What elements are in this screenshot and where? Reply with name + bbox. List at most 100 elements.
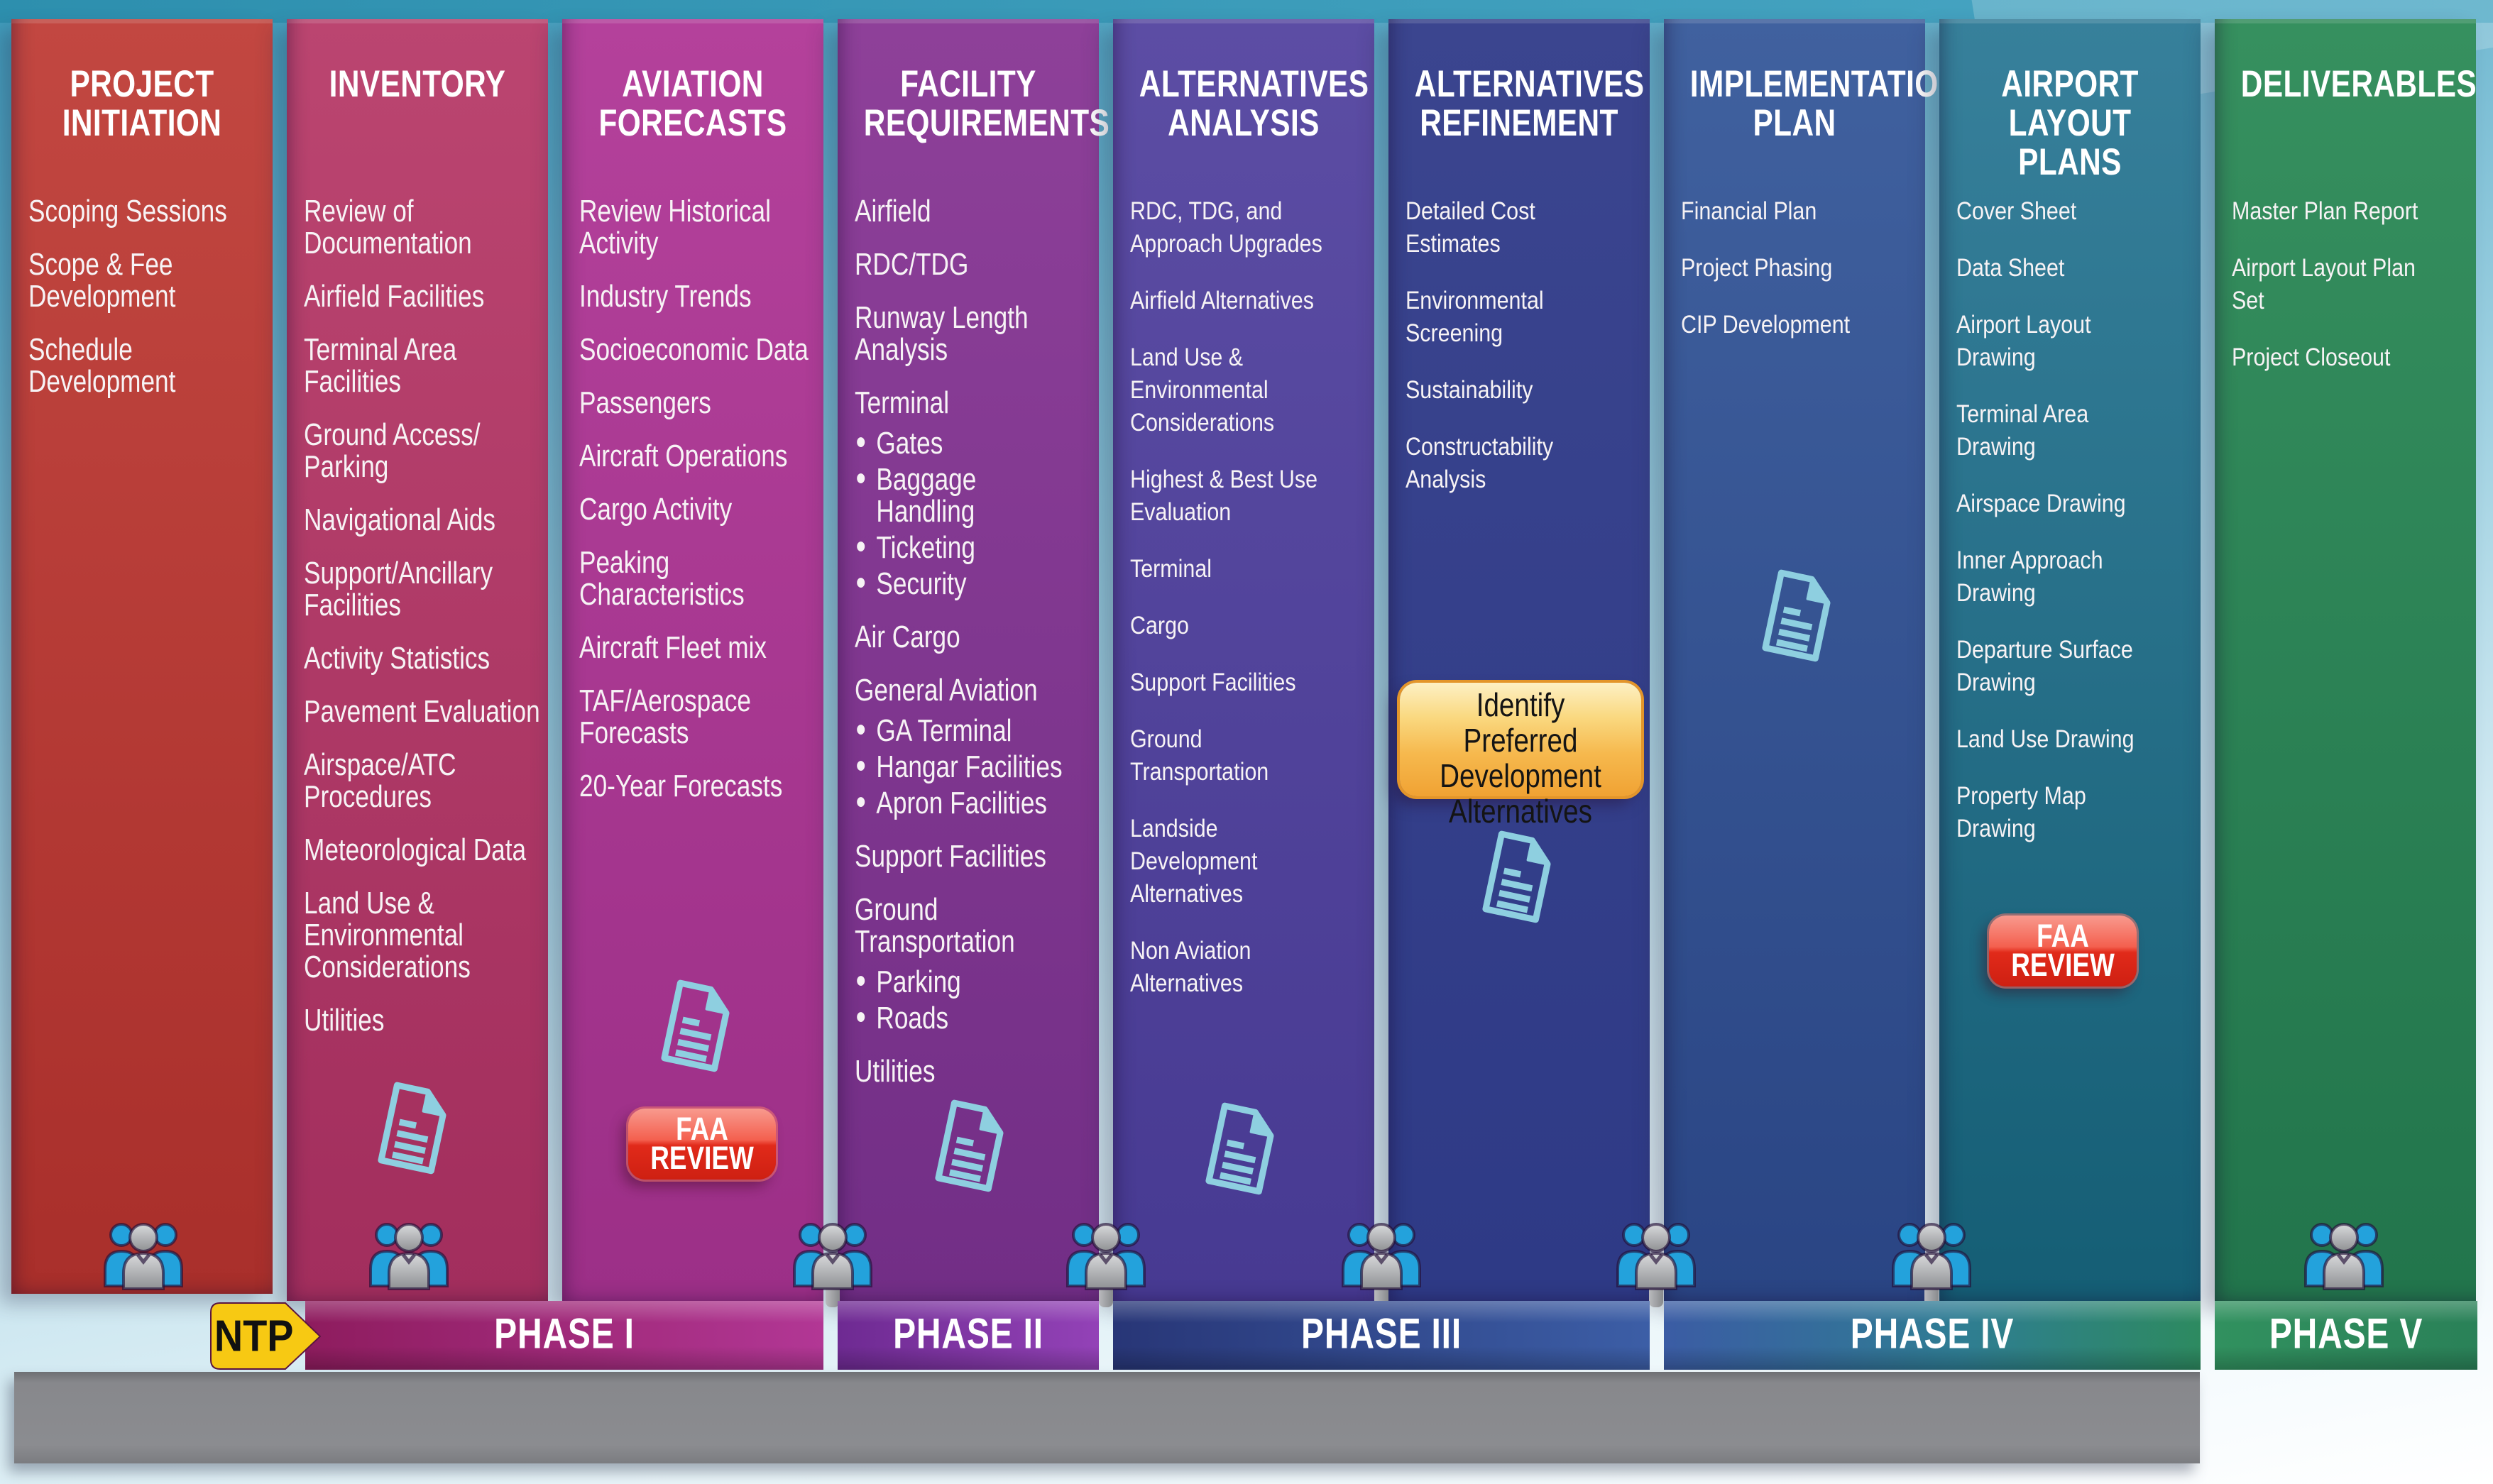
list-item: Inner Approach Drawing [1956, 546, 2103, 607]
identify-preferred-badge: Identify Preferred Development Alternati… [1400, 683, 1641, 829]
phase-bar-4: PHASE IV [1664, 1301, 2201, 1370]
list-item: Support Facilities [855, 839, 1046, 874]
list-item: Gates [855, 426, 1116, 459]
list-item: Non Aviation Alternatives [1130, 937, 1251, 997]
public-involvement-bar [14, 1372, 2200, 1463]
list-item: Property Map Drawing [1956, 782, 2086, 842]
people-group-icon [102, 1218, 185, 1294]
list-item: Runway Length Analysis [855, 300, 1029, 367]
column-aviation-forecasts: AVIATION FORECASTS Review Historical Acti… [562, 19, 823, 1301]
list-item: Land Use & Environmental Considerations [1130, 343, 1275, 436]
document-icon [659, 979, 733, 1074]
list-item: Review of Documentation [304, 194, 472, 260]
list-item: RDC/TDG [855, 247, 969, 282]
document-icon [1480, 830, 1554, 925]
people-group-icon [1890, 1218, 1973, 1294]
list-item: 20-Year Forecasts [579, 769, 783, 803]
list-item: Departure Surface Drawing [1956, 636, 2133, 696]
people-group-icon [2303, 1218, 2385, 1294]
list-item: Financial Plan [1681, 197, 1817, 225]
ntp-marker: NTP [210, 1302, 322, 1370]
list-item: Parking [855, 964, 1116, 998]
list-item: Detailed Cost Estimates [1406, 197, 1535, 258]
list-item: GA Terminal [855, 713, 1116, 747]
list-item: Industry Trends [579, 279, 752, 314]
list-item: Review Historical Activity [579, 194, 771, 260]
list-item: RDC, TDG, and Approach Upgrades [1130, 197, 1322, 258]
column-header-facility-requirements: FACILITY REQUIREMENTS [863, 63, 1110, 144]
list-item: Airport Layout Drawing [1956, 311, 2091, 371]
list-item: Socioeconomic Data [579, 332, 809, 367]
phase-bar-3: PHASE III [1113, 1301, 1650, 1370]
list-item: Airport Layout Plan Set [2232, 254, 2416, 314]
list-item: Schedule Development [28, 332, 176, 399]
list-item: Land Use Drawing [1956, 725, 2135, 753]
list-item: Airfield Facilities [304, 279, 485, 314]
list-item: General Aviation [855, 673, 1038, 708]
column-header-deliverables: DELIVERABLES [2240, 63, 2477, 105]
list-item: Ground Access/ Parking [304, 417, 481, 484]
people-group-icon [368, 1218, 450, 1294]
list-item: Airfield Alternatives [1130, 287, 1314, 314]
list-item: Airfield [855, 194, 931, 229]
faa-review-badge: FAA REVIEW [1989, 916, 2137, 986]
list-item: Airspace/ATC Procedures [304, 747, 456, 814]
phase-bar-2: PHASE II [838, 1301, 1099, 1370]
list-item: Environmental Screening [1406, 287, 1544, 347]
list-item: Peaking Characteristics [579, 545, 745, 612]
list-item: Highest & Best Use Evaluation [1130, 466, 1318, 526]
list-item: Utilities [304, 1003, 385, 1038]
list-item: TAF/Aerospace Forecasts [579, 683, 751, 750]
list-item: Security [855, 566, 1116, 600]
list-item: Activity Statistics [304, 641, 491, 676]
list-item: Terminal Area Facilities [304, 332, 457, 399]
column-header-alternatives-refinement: ALTERNATIVES REFINEMENT [1414, 63, 1645, 144]
list-item: Landside Development Alternatives [1130, 815, 1258, 908]
list-item: Ground Transportation [855, 892, 1015, 959]
list-item: Passengers [579, 385, 711, 420]
column-alternatives-analysis: ALTERNATIVES ANALYSIS RDC, TDG, and Appro… [1113, 19, 1374, 1301]
list-item: Terminal [855, 385, 950, 420]
column-header-project-initiation: PROJECT INITIATION [62, 63, 222, 144]
list-item: Support/Ancillary Facilities [304, 556, 493, 622]
list-item: Terminal [1130, 555, 1212, 583]
list-item: Meteorological Data [304, 832, 527, 867]
list-item: Support Facilities [1130, 669, 1296, 696]
list-item: Ticketing [855, 530, 1116, 564]
list-item: Data Sheet [1956, 254, 2065, 282]
document-icon [1760, 569, 1834, 664]
list-item: Scoping Sessions [28, 194, 227, 229]
list-item: Master Plan Report [2232, 197, 2418, 225]
phase-bar-1: PHASE I [305, 1301, 823, 1370]
document-icon [1203, 1102, 1277, 1197]
people-group-icon [1065, 1218, 1147, 1294]
document-icon [376, 1082, 449, 1177]
list-item: Airspace Drawing [1956, 490, 2126, 517]
column-header-alternatives-analysis: ALTERNATIVES ANALYSIS [1139, 63, 1369, 144]
list-item: CIP Development [1681, 311, 1851, 339]
people-group-icon [1615, 1218, 1697, 1294]
document-icon [933, 1099, 1007, 1194]
list-item: Navigational Aids [304, 502, 496, 537]
list-item: Baggage Handling [855, 462, 1116, 527]
list-item: Utilities [855, 1054, 936, 1089]
list-item: Pavement Evaluation [304, 694, 540, 729]
list-item: Scope & Fee Development [28, 247, 176, 314]
list-item: Land Use & Environmental Considerations [304, 886, 471, 984]
top-band [0, 0, 2493, 23]
list-item: Constructability Analysis [1406, 433, 1554, 493]
column-alternatives-refinement: ALTERNATIVES REFINEMENT Detailed Cost Est… [1388, 19, 1650, 1301]
list-item: Hangar Facilities [855, 749, 1116, 783]
people-group-icon [791, 1218, 874, 1294]
column-header-aviation-forecasts: AVIATION FORECASTS [598, 63, 787, 144]
list-item: Aircraft Fleet mix [579, 630, 767, 665]
